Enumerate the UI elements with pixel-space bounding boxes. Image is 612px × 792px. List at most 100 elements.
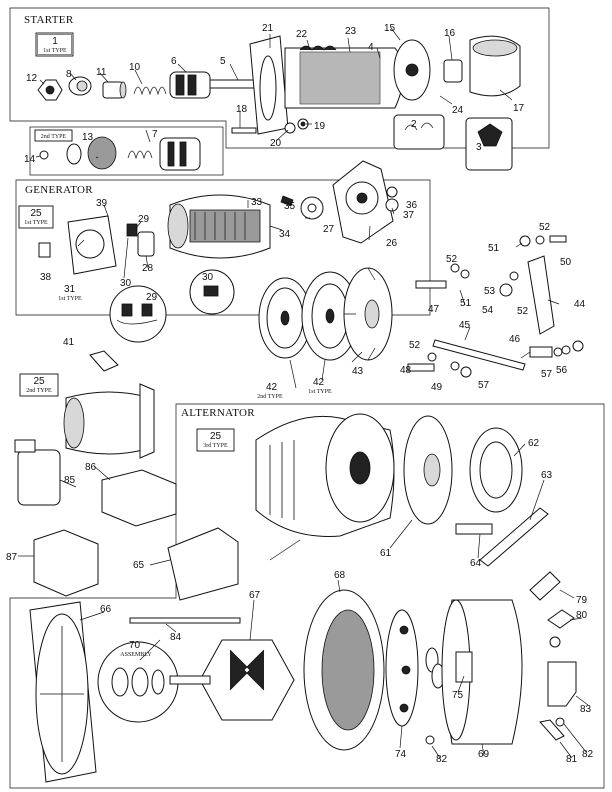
callout: 81 xyxy=(566,754,578,765)
callout: 16 xyxy=(444,28,456,39)
callout: 39 xyxy=(96,198,108,209)
callout: 38 xyxy=(40,272,52,283)
callout: 20 xyxy=(270,138,282,149)
alternator-lower xyxy=(29,571,577,783)
alternator-frame xyxy=(9,403,605,789)
callout: 87 xyxy=(6,552,18,563)
callout: 13 xyxy=(82,132,94,143)
callout: 8 xyxy=(66,69,72,80)
type-box-text: 1st TYPE xyxy=(43,48,67,54)
callout: 4 xyxy=(368,42,374,53)
type-box-text: 1st TYPE xyxy=(24,220,48,226)
callout: 51 xyxy=(488,243,500,254)
type-box-number: 1 xyxy=(52,36,58,47)
callout: 24 xyxy=(452,105,464,116)
callout: 17 xyxy=(513,103,525,114)
callout: 6 xyxy=(171,56,177,67)
alternator-heading: ALTERNATOR xyxy=(181,407,255,419)
callout: 44 xyxy=(574,299,586,310)
callout: 3 xyxy=(476,142,482,153)
callout: 57 xyxy=(541,369,553,380)
type-box-text: 2nd TYPE xyxy=(41,134,67,140)
callout: 28 xyxy=(142,263,154,274)
callout: 18 xyxy=(236,104,248,115)
callout: 23 xyxy=(345,26,357,37)
callout: 36 xyxy=(406,200,418,211)
callout: 35 xyxy=(284,201,296,212)
callout: 29 xyxy=(138,214,150,225)
generator-mounting xyxy=(89,235,584,378)
type-box-text: 2nd TYPE xyxy=(26,388,52,394)
callout: 85 xyxy=(64,475,76,486)
callout: 30 xyxy=(120,278,132,289)
callout: 82 xyxy=(582,749,594,760)
callout: 2 xyxy=(411,119,417,130)
callout: 74 xyxy=(395,749,407,760)
callout-numbers: 2 3 4 5 6 7 8 10 11 12 13 14 15 16 17 18… xyxy=(6,23,594,765)
starter-type1-box: 1 1st TYPE xyxy=(35,32,74,57)
generator-heading: GENERATOR xyxy=(25,184,93,196)
callout: 75 xyxy=(452,690,464,701)
callout: 43 xyxy=(352,366,364,377)
callout: 47 xyxy=(428,304,440,315)
callout: 84 xyxy=(170,632,182,643)
starter-body xyxy=(231,35,521,171)
callout: 86 xyxy=(85,462,97,473)
callout: 27 xyxy=(323,224,335,235)
callout: 52 xyxy=(539,222,551,233)
caption-42-2nd-type: 2nd TYPE xyxy=(257,394,283,400)
callout: 41 xyxy=(63,337,75,348)
callout: 83 xyxy=(580,704,592,715)
callout: 66 xyxy=(100,604,112,615)
type-box-text: 3rd TYPE xyxy=(203,443,228,449)
callout: 56 xyxy=(556,365,568,376)
callout: 50 xyxy=(560,257,572,268)
callout: 53 xyxy=(484,286,496,297)
callout: 22 xyxy=(296,29,308,40)
callout: 42 xyxy=(313,377,325,388)
callout: 65 xyxy=(133,560,145,571)
callout: 29 xyxy=(146,292,158,303)
callout: 19 xyxy=(314,121,326,132)
control-units xyxy=(14,383,239,601)
generator-frame xyxy=(15,179,431,316)
callout: 14 xyxy=(24,154,36,165)
callout: 62 xyxy=(528,438,540,449)
callout: 80 xyxy=(576,610,588,621)
type-box-number: 25 xyxy=(210,431,222,442)
leader-lines xyxy=(18,27,589,759)
callout: 63 xyxy=(541,470,553,481)
callout: 15 xyxy=(384,23,396,34)
caption-42-1st-type: 1st TYPE xyxy=(308,389,332,395)
generator-pulleys xyxy=(258,267,393,361)
callout: 51 xyxy=(460,298,472,309)
generator-parts xyxy=(38,160,399,343)
starter-frame xyxy=(9,7,550,149)
callout: 45 xyxy=(459,320,471,331)
alternator-upper xyxy=(255,413,549,567)
starter-2nd-type-parts xyxy=(39,136,201,171)
caption-31-type: 1st TYPE xyxy=(58,296,82,302)
callout: 57 xyxy=(478,380,490,391)
callout: 48 xyxy=(400,365,412,376)
callout: 54 xyxy=(482,305,494,316)
callout: 26 xyxy=(386,238,398,249)
caption-70-assembly: ASSEMBLY xyxy=(120,652,152,658)
type-box-number: 25 xyxy=(30,208,42,219)
callout: 30 xyxy=(202,272,214,283)
callout: 33 xyxy=(251,197,263,208)
callout: 82 xyxy=(436,754,448,765)
starter-2nd-type-frame xyxy=(29,126,224,176)
callout: 70 xyxy=(129,640,141,651)
callout: 7 xyxy=(152,129,158,140)
callout: 10 xyxy=(129,62,141,73)
starter-type2-box: 2nd TYPE xyxy=(34,129,73,142)
starter-drive-parts xyxy=(37,71,261,101)
callout: 12 xyxy=(26,73,38,84)
starter-heading: STARTER xyxy=(24,14,74,26)
generator-type1-box: 25 1st TYPE xyxy=(18,205,54,229)
callout: 67 xyxy=(249,590,261,601)
callout: 31 xyxy=(64,284,76,295)
callout: 11 xyxy=(96,67,107,78)
